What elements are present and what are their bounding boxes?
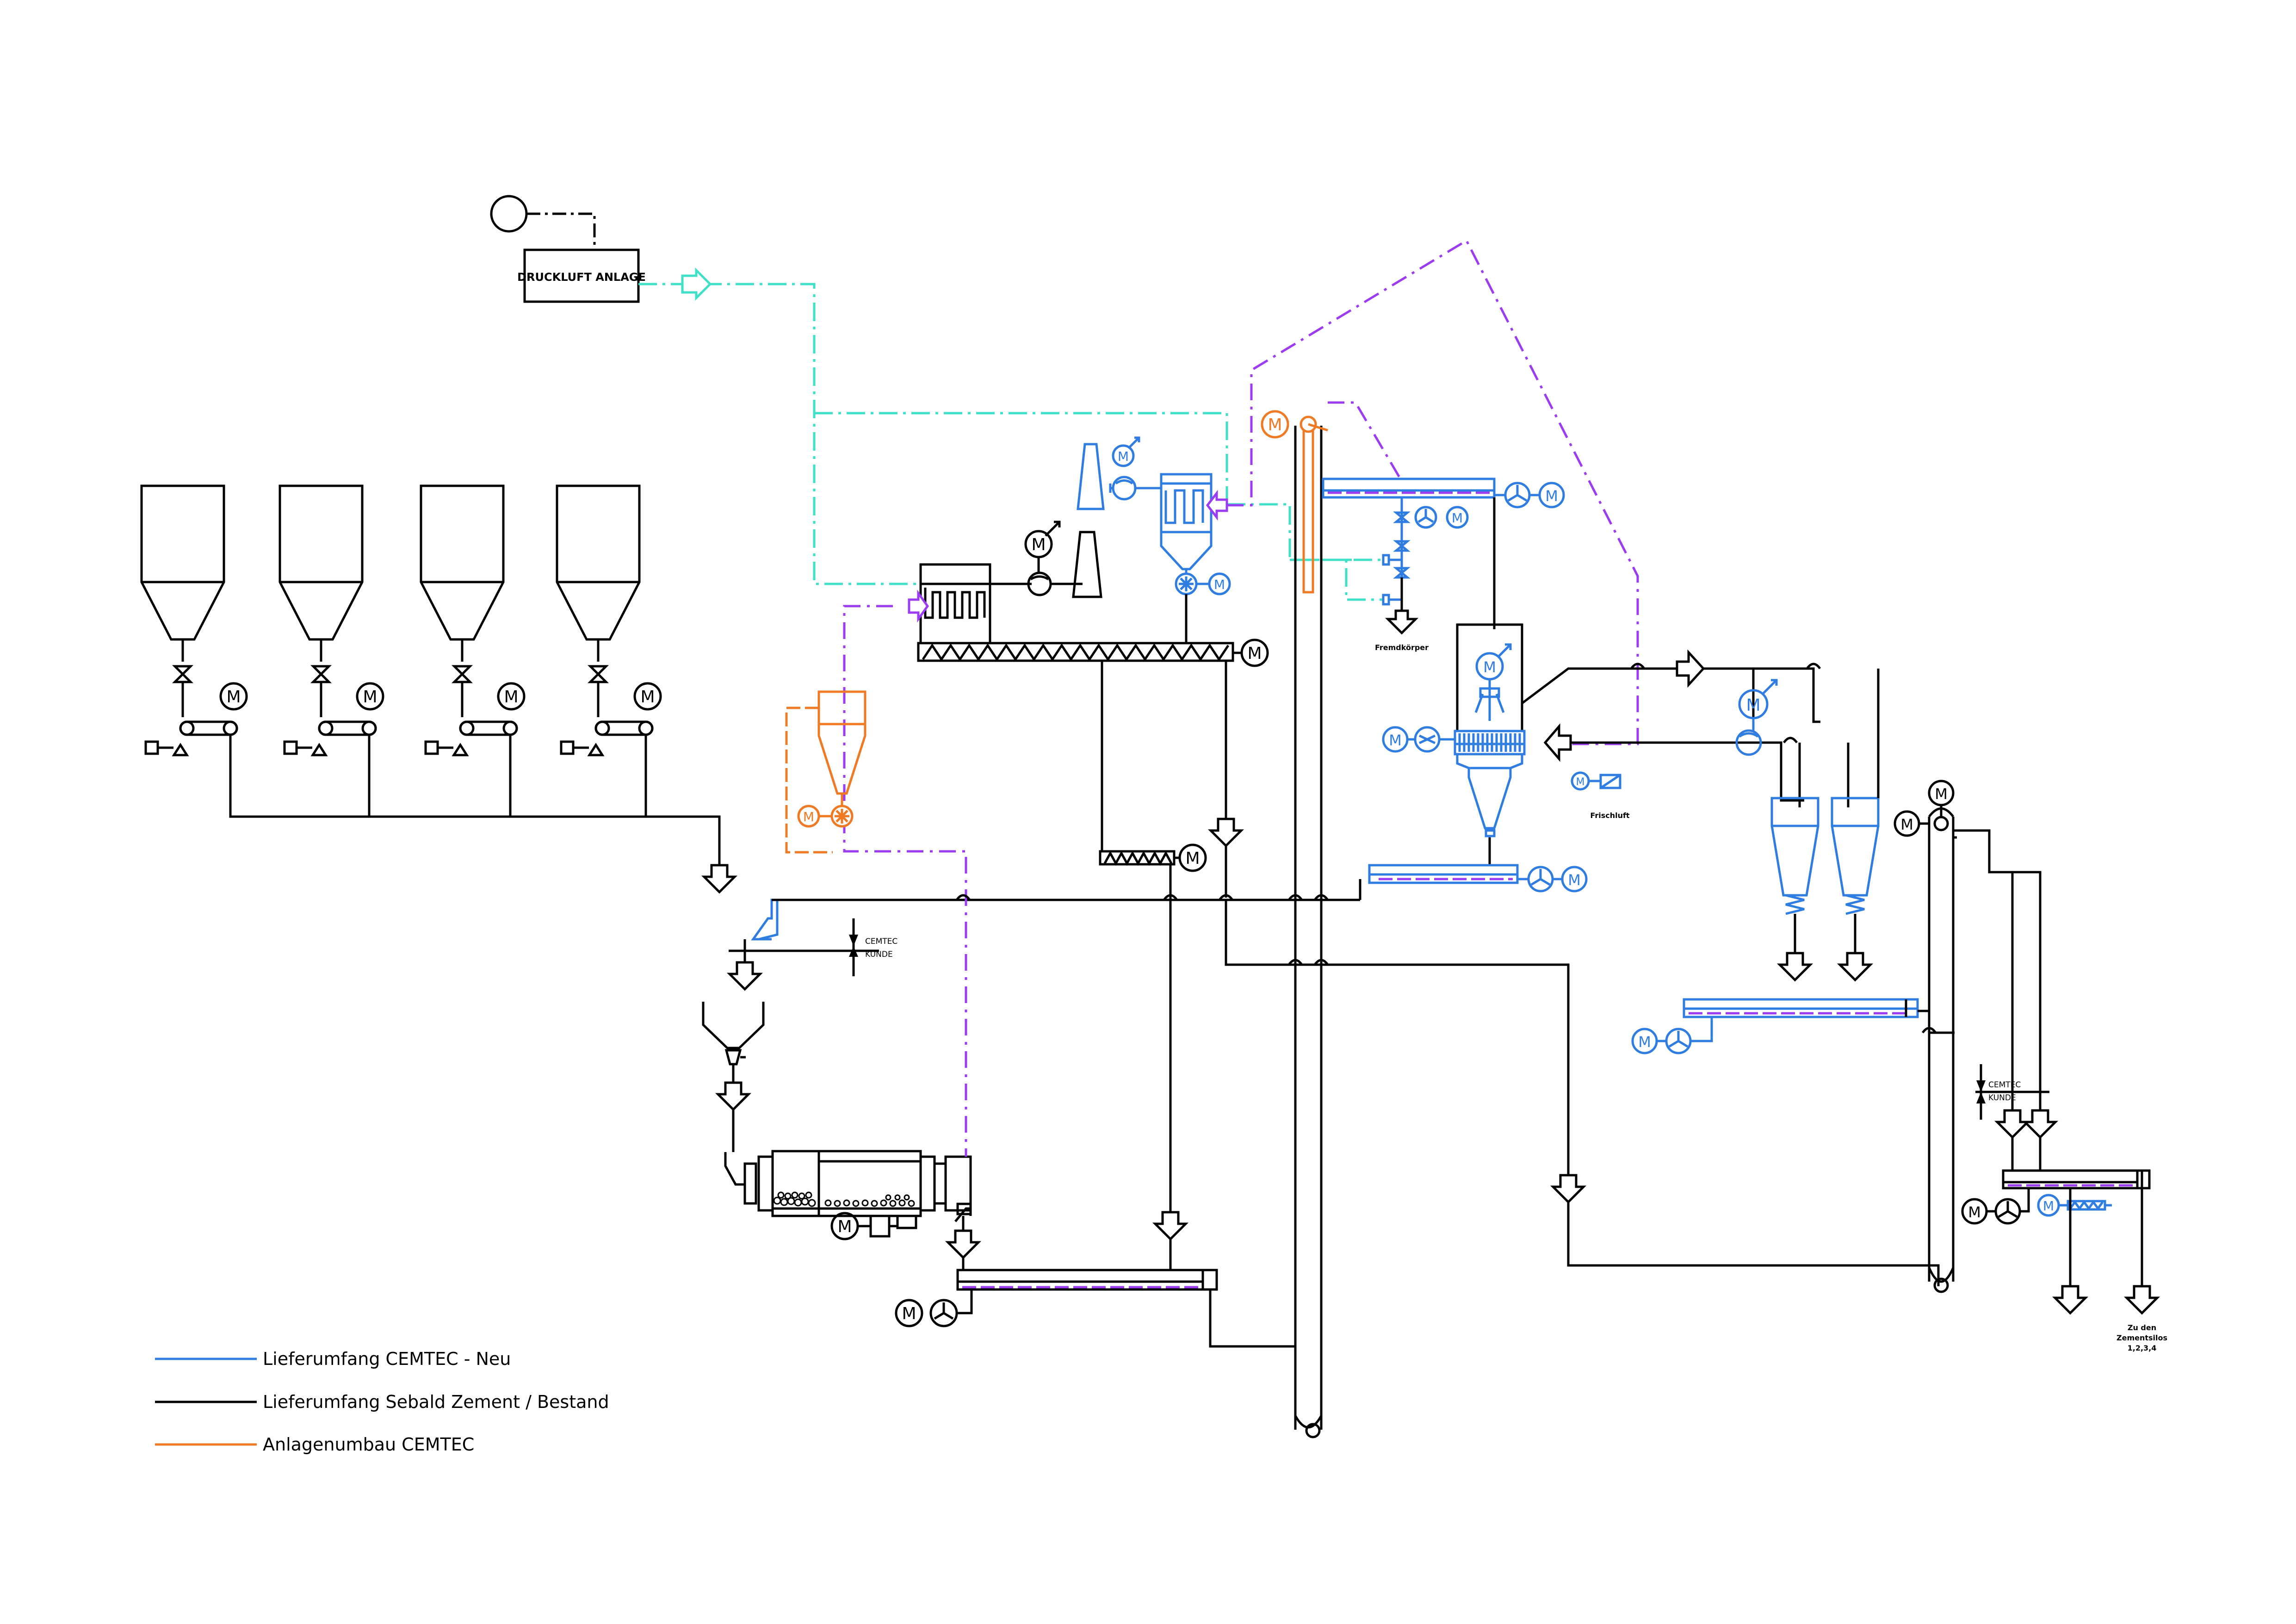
motor-label: M (1746, 696, 1760, 715)
legend-item-existing: Lieferumfang Sebald Zement / Bestand (263, 1392, 609, 1412)
motor-label: M (837, 1217, 852, 1236)
silos-label-2: Zementsilos (2117, 1333, 2167, 1342)
silo-4 (556, 484, 641, 641)
final-airslide: M M Zu den Zementsilos 1,2,3,4 (1961, 1169, 2167, 1352)
motor-label: M (803, 809, 814, 824)
legend-item-new: Lieferumfang CEMTEC - Neu (263, 1349, 511, 1369)
air-ducts-dashed (843, 239, 1639, 1157)
motor-label: M (1483, 658, 1496, 676)
return-lines (1225, 879, 1940, 1286)
silo-3 (420, 484, 505, 641)
legend-item-rebuild: Anlagenumbau CEMTEC (263, 1434, 474, 1455)
motor-label: M (1935, 785, 1948, 803)
legend: Lieferumfang CEMTEC - Neu Lieferumfang S… (155, 1349, 609, 1455)
motor-label: M (1568, 871, 1581, 889)
separator-airslide: M (1368, 864, 1588, 893)
motor-label: M (504, 688, 518, 707)
compressor-box (523, 248, 640, 303)
mill-outlet-airslide: M (895, 1269, 1297, 1427)
motor-label: M (1452, 510, 1463, 526)
cemtec-label: CEMTEC (865, 937, 897, 946)
compressor-label: DRUCKLUFT ANLAGE (517, 271, 646, 284)
motor-label: M (1389, 731, 1402, 749)
compressed-air-lines (638, 267, 1383, 601)
silos-label-3: 1,2,3,4 (2128, 1344, 2157, 1352)
motor-label: M (1638, 1033, 1651, 1051)
foreign-matter-label: Fremdkörper (1375, 643, 1429, 652)
compressed-air-arrow (681, 267, 712, 301)
rebuild-cyclone: M (785, 690, 866, 854)
motor-label: M (1214, 577, 1225, 592)
silo-2 (278, 484, 364, 641)
line-crossings (955, 663, 1937, 1034)
cemtec-label-2: CEMTEC (1988, 1080, 2021, 1090)
motor-label: M (1968, 1203, 1981, 1221)
fresh-air-label: Frischluft (1590, 811, 1630, 820)
silo-1 (140, 484, 225, 641)
motor-label: M (363, 688, 377, 707)
motor-label: M (1576, 776, 1585, 788)
bucket-elevator-right: M M CEMTEC KUNDE (1894, 780, 2059, 1293)
cyclone-airslide: M (1631, 998, 1955, 1054)
motor-label: M (902, 1304, 916, 1323)
small-screw-conveyor: M (1099, 843, 1207, 1270)
mill-feed: CEMTEC KUNDE (702, 899, 1360, 1186)
silo-feeders: M M M M (144, 639, 662, 756)
motor-label: M (226, 688, 241, 707)
existing-filter: M M (917, 521, 1269, 898)
motor-label: M (1031, 535, 1046, 554)
new-bag-filter: M M (1077, 436, 1231, 643)
feeder-collector (229, 735, 738, 894)
motor-label: M (1268, 415, 1282, 434)
bucket-elevator-main: M (1261, 410, 1328, 1438)
top-airslide: M M Fremdkörper (1322, 477, 1565, 652)
silos (140, 484, 641, 641)
motor-label: M (1247, 644, 1262, 663)
motor-label: M (640, 688, 655, 707)
motor-label: M (2043, 1198, 2054, 1214)
motor-label: M (1900, 816, 1913, 833)
kunde-label-2: KUNDE (1988, 1093, 2016, 1103)
separator: M M M Frischluft (1382, 623, 1739, 865)
compressor-symbol (490, 195, 528, 233)
kunde-label: KUNDE (865, 950, 893, 959)
motor-label: M (1545, 487, 1558, 505)
motor-label: M (1118, 449, 1129, 464)
compressor-unit: DRUCKLUFT ANLAGE (490, 195, 646, 303)
silos-label-1: Zu den (2128, 1323, 2156, 1332)
cyclones: M (1735, 667, 1880, 982)
motor-label: M (1185, 849, 1200, 868)
ball-mill: M (743, 1150, 982, 1270)
